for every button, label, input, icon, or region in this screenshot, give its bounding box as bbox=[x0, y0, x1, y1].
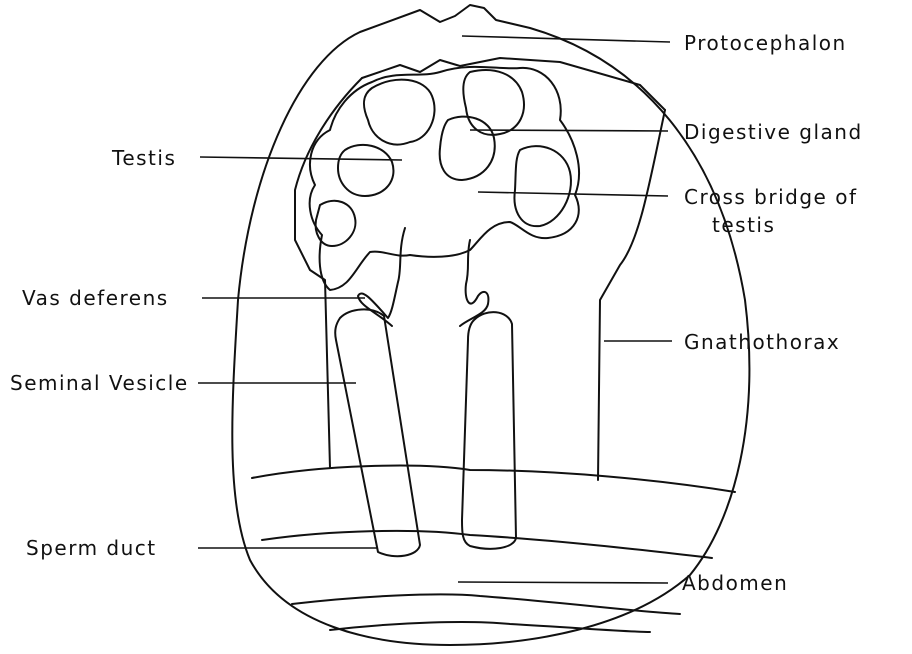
abdomen-segment-2 bbox=[262, 531, 712, 558]
vas-deferens-left bbox=[358, 228, 405, 326]
label-seminal-vesicle: Seminal Vesicle bbox=[10, 371, 189, 395]
leader-abdomen bbox=[458, 582, 668, 583]
label-testis: Testis bbox=[111, 146, 176, 170]
testis-mass bbox=[310, 67, 579, 290]
label-cross-bridge-line1: Cross bridge of bbox=[684, 185, 858, 209]
abdomen-segment-3 bbox=[292, 594, 680, 614]
seminal-vesicle-right bbox=[462, 312, 516, 549]
gnathothorax-inner-left bbox=[295, 78, 362, 468]
gnathothorax-inner-right bbox=[598, 110, 665, 480]
leader-testis bbox=[200, 157, 402, 160]
leader-cross-bridge bbox=[478, 192, 668, 196]
leader-digestive-gland bbox=[470, 130, 668, 131]
label-abdomen: Abdomen bbox=[682, 571, 788, 595]
label-digestive-gland: Digestive gland bbox=[684, 120, 863, 144]
protocephalon-region bbox=[362, 58, 665, 110]
seminal-vesicle-left bbox=[335, 309, 420, 556]
digestive-gland-lobes bbox=[316, 70, 571, 246]
abdomen-segment-1 bbox=[252, 466, 735, 492]
label-sperm-duct: Sperm duct bbox=[26, 536, 157, 560]
label-vas-deferens: Vas deferens bbox=[22, 286, 169, 310]
label-cross-bridge-line2: testis bbox=[712, 213, 775, 237]
label-protocephalon: Protocephalon bbox=[684, 31, 847, 55]
label-gnathothorax: Gnathothorax bbox=[684, 330, 840, 354]
